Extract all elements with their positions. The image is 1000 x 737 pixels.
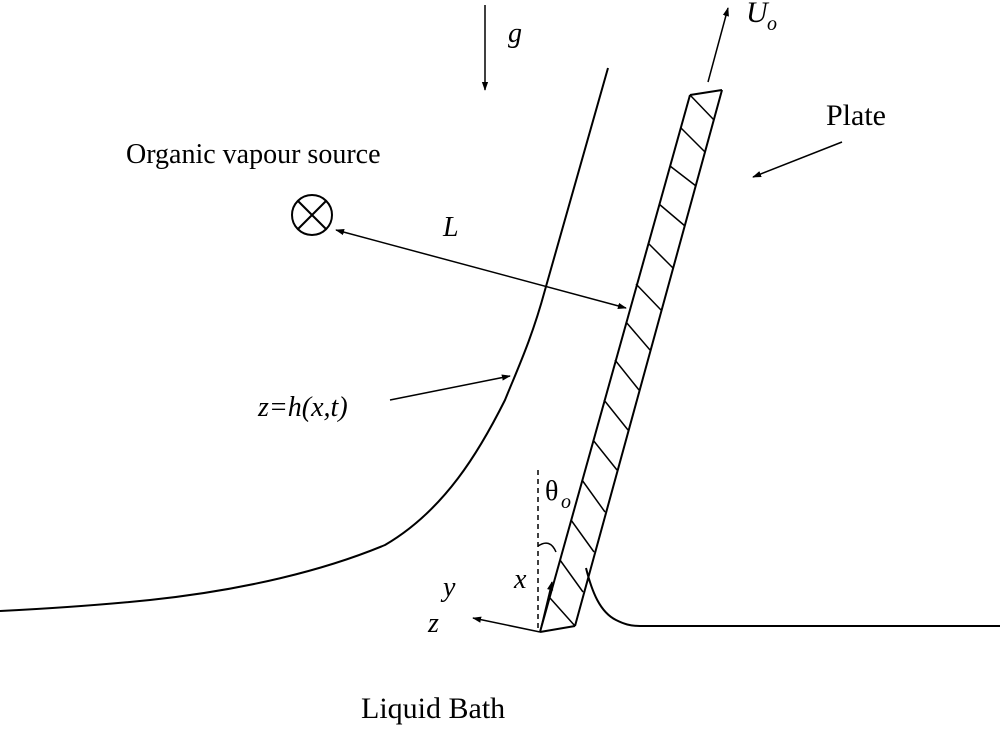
angle-arc [537,542,557,553]
velocity-subscript: o [767,13,777,35]
velocity-label: U [746,0,770,29]
x-axis-label: x [513,564,527,595]
angle-label: θ [545,476,558,507]
distance-label: L [442,212,459,243]
surface-pointer-arrow [389,374,511,401]
surface-label: z=h(x,t) [257,392,348,423]
film-surface-curve [0,67,609,612]
vapour-source-icon [291,194,333,236]
distance-arrow [335,229,627,309]
plate-pointer-arrow [752,141,843,178]
z-axis-label: z [427,608,439,639]
angle-subscript: o [561,491,571,513]
velocity-arrow [707,7,729,83]
source-label: Organic vapour source [126,139,381,170]
z-axis-arrow [472,616,541,633]
gravity-label: g [508,18,522,49]
x-axis-arrow [539,581,554,633]
plate [539,89,723,633]
bath-surface-right [585,567,1000,627]
plate-label: Plate [826,99,886,132]
bath-label: Liquid Bath [361,692,505,725]
y-axis-label: y [440,572,456,603]
